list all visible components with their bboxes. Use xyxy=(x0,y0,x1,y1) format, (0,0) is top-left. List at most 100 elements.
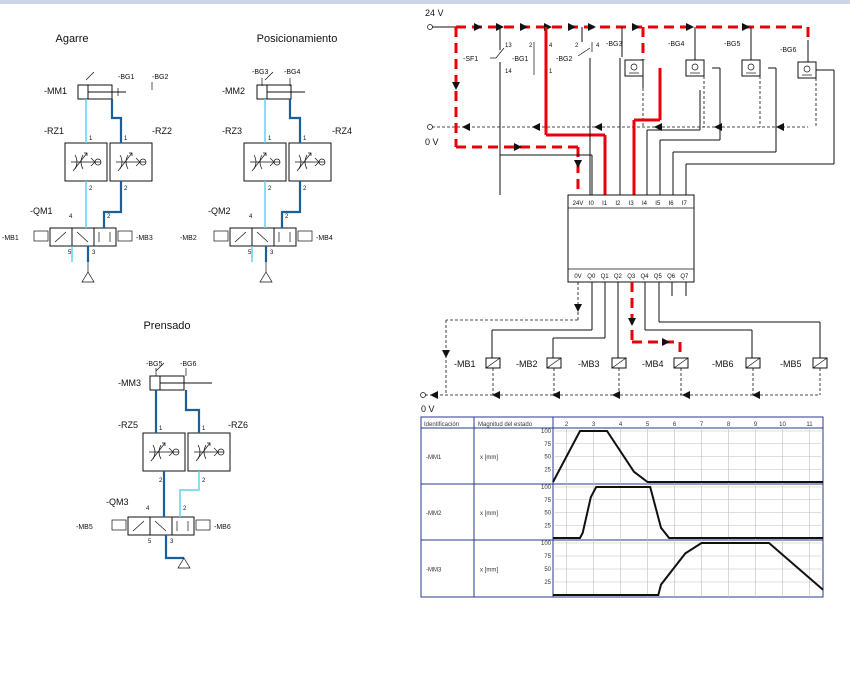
throttle-rz2 xyxy=(109,142,153,182)
rail-0v xyxy=(427,123,808,131)
sensor-bg5 xyxy=(672,27,777,195)
title-press: Prensado xyxy=(143,320,190,332)
label-mb1-pneu: -MB1 xyxy=(2,235,19,242)
window-top-bar xyxy=(0,0,850,4)
label-mb6-pneu: -MB6 xyxy=(214,524,231,531)
label-bg2: -BG2 xyxy=(556,56,572,63)
svg-text:5: 5 xyxy=(68,250,72,256)
svg-text:5: 5 xyxy=(248,250,252,256)
row-label-1: -MM2 xyxy=(426,511,442,517)
plc-output-8: Q7 xyxy=(680,274,689,280)
svg-text:5: 5 xyxy=(148,539,152,545)
x-tick-1: 3 xyxy=(592,422,596,428)
label-bg1: -BG1 xyxy=(512,56,528,63)
valve-qm1 xyxy=(49,227,117,247)
row-label-2: -MM3 xyxy=(426,568,442,574)
label-mb5-pneu: -MB5 xyxy=(76,524,93,531)
valve-qm2 xyxy=(229,227,297,247)
svg-text:1: 1 xyxy=(202,426,206,432)
label-24v: 24 V xyxy=(425,8,444,18)
label-rz2: -RZ2 xyxy=(152,126,172,136)
contact-bg2-2: 2 xyxy=(575,43,579,49)
label-qm3: -QM3 xyxy=(106,497,129,507)
rail-0v-bottom xyxy=(420,368,821,399)
actuators-qm1 xyxy=(33,230,133,242)
svg-text:2: 2 xyxy=(183,506,187,512)
row-unit-0: x [mm] xyxy=(480,455,498,461)
contact-sf1-13: 13 xyxy=(505,43,512,49)
y-tick-0-0: 100 xyxy=(541,429,552,435)
throttle-rz3 xyxy=(243,142,287,182)
contact-sf1-14: 14 xyxy=(505,69,512,75)
label-rz6: -RZ6 xyxy=(228,420,248,430)
svg-text:1: 1 xyxy=(159,426,163,432)
row-label-0: -MM1 xyxy=(426,455,442,461)
y-tick-1-3: 25 xyxy=(544,523,551,529)
label-coil-mb5: -MB5 xyxy=(780,359,802,369)
sensor-bg4 xyxy=(659,27,721,195)
svg-text:2: 2 xyxy=(89,186,93,192)
label-mm3: -MM3 xyxy=(118,378,141,388)
switch-bg2 xyxy=(577,27,593,195)
x-tick-0: 2 xyxy=(565,422,569,428)
plc-output-4: Q3 xyxy=(627,274,636,280)
label-sf1: -SF1 xyxy=(463,56,478,63)
x-tick-8: 10 xyxy=(779,422,786,428)
y-tick-0-2: 50 xyxy=(544,455,551,461)
title-position: Posicionamiento xyxy=(257,33,338,45)
plc-output-7: Q6 xyxy=(667,274,676,280)
svg-text:4: 4 xyxy=(146,506,150,512)
plc-supply-path xyxy=(452,27,582,195)
svg-text:2: 2 xyxy=(285,214,289,220)
header-magnitude: Magnitud del estado xyxy=(478,422,533,428)
contact-bg1-2: 2 xyxy=(529,43,533,49)
svg-text:4: 4 xyxy=(69,214,73,220)
svg-text:1: 1 xyxy=(303,136,307,142)
label-coil-mb3: -MB3 xyxy=(578,359,600,369)
label-rz5: -RZ5 xyxy=(118,420,138,430)
label-coil-mb4: -MB4 xyxy=(642,359,664,369)
label-bg3-pneu: -BG3 xyxy=(252,69,268,76)
plc-input-5: I4 xyxy=(642,201,648,207)
tubes-grip xyxy=(71,99,123,283)
svg-text:3: 3 xyxy=(92,250,96,256)
plc-input-3: I2 xyxy=(615,201,621,207)
throttle-rz1 xyxy=(64,142,108,182)
label-mb3-pneu: -MB3 xyxy=(136,235,153,242)
label-coil-mb1: -MB1 xyxy=(454,359,476,369)
svg-text:4: 4 xyxy=(249,214,253,220)
contact-bg1-1: 1 xyxy=(549,69,553,75)
tubes-press xyxy=(154,390,201,569)
plc-output-2: Q1 xyxy=(601,274,610,280)
label-rz4: -RZ4 xyxy=(332,126,352,136)
plc-output-5: Q4 xyxy=(640,274,649,280)
plc-output-0: 0V xyxy=(574,274,581,280)
plc-input-8: I7 xyxy=(682,201,688,207)
x-tick-5: 7 xyxy=(700,422,704,428)
label-bg4: -BG4 xyxy=(668,41,684,48)
svg-text:2: 2 xyxy=(202,478,206,484)
plc-output-1: Q0 xyxy=(587,274,596,280)
throttle-rz4 xyxy=(288,142,332,182)
svg-text:2: 2 xyxy=(303,186,307,192)
x-tick-4: 6 xyxy=(673,422,677,428)
plc-input-4: I3 xyxy=(629,201,635,207)
title-grip: Agarre xyxy=(55,33,88,45)
svg-text:1: 1 xyxy=(89,136,93,142)
label-qm2: -QM2 xyxy=(208,206,231,216)
switch-sf1 xyxy=(490,27,505,195)
label-bg5: -BG5 xyxy=(724,41,740,48)
cylinder-mm3 xyxy=(149,362,212,391)
series-mm3-line xyxy=(553,542,824,596)
y-tick-2-0: 100 xyxy=(541,541,552,547)
input-wiring xyxy=(500,58,701,195)
label-mm2: -MM2 xyxy=(222,86,245,96)
svg-text:3: 3 xyxy=(270,250,274,256)
x-tick-6: 8 xyxy=(727,422,731,428)
cylinder-mm2 xyxy=(256,71,306,100)
y-tick-2-3: 25 xyxy=(544,580,551,586)
plc-input-7: I6 xyxy=(669,201,675,207)
